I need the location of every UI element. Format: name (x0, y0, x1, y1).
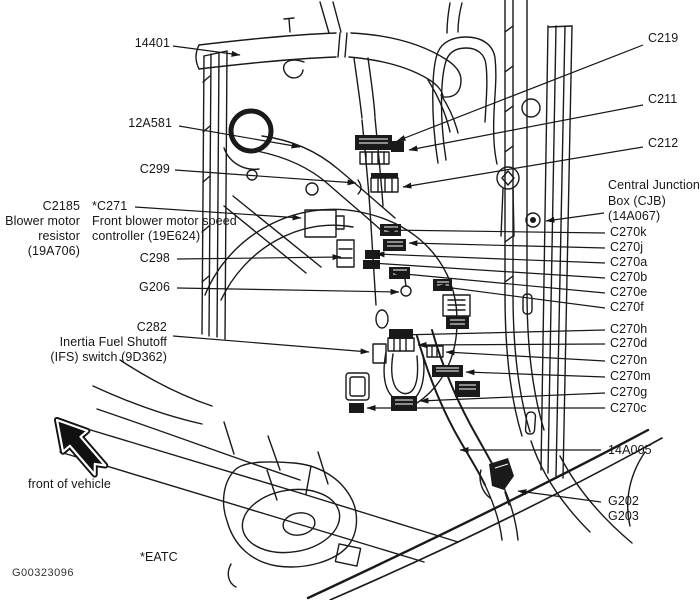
callout-14a005: 14A005 (608, 443, 652, 457)
callout-c270c: C270c (610, 401, 647, 415)
front-of-vehicle-arrow-icon (54, 417, 109, 478)
callout-front-blower-speed-controller: *C271 Front blower motor speed controlle… (92, 199, 237, 243)
callout-c270k: C270k (610, 225, 647, 239)
callout-g206: G206 (139, 280, 170, 294)
callout-c270m: C270m (610, 369, 651, 383)
figure-id: G00323096 (12, 567, 74, 579)
callout-c212: C212 (648, 136, 679, 150)
callout-inertia-fuel-shutoff: C282 Inertia Fuel Shutoff (IFS) switch (… (50, 320, 167, 364)
callout-c219: C219 (648, 31, 679, 45)
callout-c270d: C270d (610, 336, 648, 350)
callout-c270h: C270h (610, 322, 648, 336)
callout-c270n: C270n (610, 353, 648, 367)
callout-c270f: C270f (610, 300, 644, 314)
callout-c270a: C270a (610, 255, 648, 269)
callout-blower-motor-resistor: C2185 Blower motor resistor (19A706) (5, 199, 80, 258)
callout-c270e: C270e (610, 285, 648, 299)
callout-g202: G202 (608, 494, 639, 508)
front-of-vehicle-label: front of vehicle (28, 477, 111, 491)
vehicle-line-art (59, 0, 663, 600)
callout-central-junction-box: Central Junction Box (CJB) (14A067) (608, 178, 700, 223)
callout-c270j: C270j (610, 240, 644, 254)
callout-12a581: 12A581 (128, 116, 172, 130)
callout-g203: G203 (608, 509, 639, 523)
eatc-footnote: *EATC (140, 550, 178, 564)
callout-c270b: C270b (610, 270, 648, 284)
leader-lines (134, 44, 644, 503)
callout-c299: C299 (139, 162, 170, 176)
callout-c211: C211 (648, 92, 678, 106)
callout-c298: C298 (139, 251, 170, 265)
callout-c270g: C270g (610, 385, 648, 399)
callout-14401: 14401 (134, 36, 170, 50)
